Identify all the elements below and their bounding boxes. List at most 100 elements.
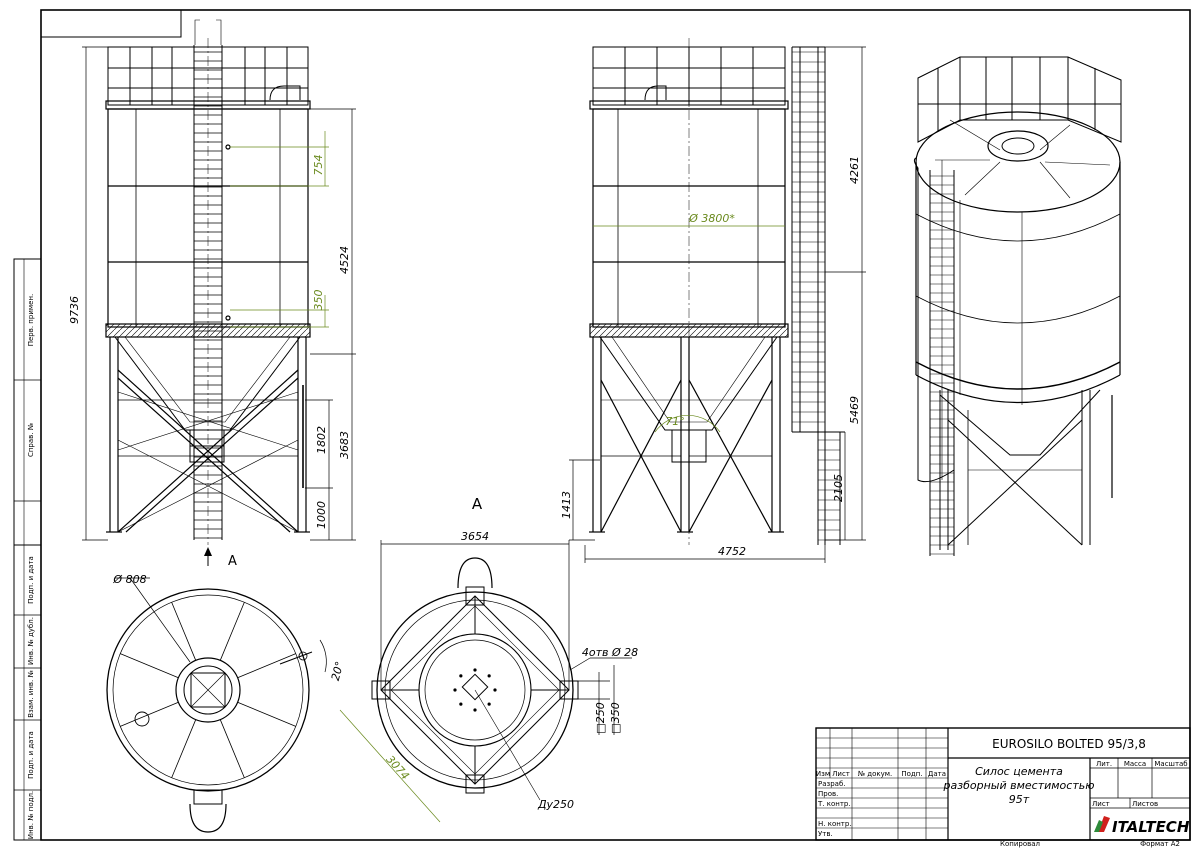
dim-cone-angle: 71° (665, 415, 685, 428)
drawing-line (219, 602, 245, 661)
base-plan-bolt-holes (453, 668, 497, 712)
drawing-name-line-3: 95т (1009, 793, 1030, 806)
dim-leg-height: 3683 (338, 431, 351, 459)
iso-silo-body (915, 162, 1121, 405)
front-legs (106, 337, 310, 533)
label-copied: Копировал (1000, 840, 1040, 848)
dim-upper-seam: 754 (312, 155, 325, 176)
base-plan-view (371, 557, 579, 801)
side-dimensions (569, 46, 866, 563)
iso-ladder-rungs (930, 175, 954, 555)
bolt-hole (493, 688, 497, 692)
front-ladder (193, 19, 223, 540)
sheet-frame (13, 9, 1191, 841)
dim-ladder-base: 2105 (832, 474, 845, 502)
header-izm: Изм (816, 770, 830, 778)
logo-text: ITALTECH (1112, 818, 1190, 836)
dim-top-angle: 20° (329, 660, 347, 682)
label-scale: Масштаб (1154, 760, 1187, 768)
iso-cage-ladder (913, 157, 955, 556)
title-block-text: EUROSILO BOLTED 95/3,8 Силос цемента раз… (816, 737, 1190, 848)
role-checker: Пров. (818, 790, 838, 798)
role-developer: Разраб. (818, 780, 846, 788)
title-block (815, 727, 1191, 841)
role-approved: Утв. (818, 830, 833, 838)
front-dimension-labels: 9736 4524 754 350 3683 1802 1000 (68, 155, 351, 530)
bolt-hole (473, 668, 477, 672)
label-sheets: Листов (1132, 800, 1158, 808)
dim-plate-large: □350 (609, 702, 622, 733)
role-tech-control: Т. контр. (817, 800, 851, 808)
side-stamp-labels: Перв. примен. Справ. № Подп. и дата Инв.… (27, 294, 35, 839)
italtech-logo: ITALTECH (1094, 816, 1190, 836)
bolt-hole (459, 702, 463, 706)
side-cage-ladder (791, 46, 845, 545)
dim-bolt-holes: 4отв Ø 28 (582, 646, 638, 659)
drawing-line (171, 602, 197, 661)
drawing-name-line-1: Силос цемента (975, 765, 1063, 778)
drawing-line (237, 653, 296, 679)
dim-base-width: 3654 (461, 530, 489, 543)
role-norm-control: Н. контр. (818, 820, 852, 828)
stamp-label-2: Справ. № (27, 423, 35, 457)
section-arrow-label: A (228, 554, 237, 569)
label-format: Формат А2 (1140, 840, 1180, 848)
iso-railing (917, 56, 1122, 143)
stamp-label-7: Инв. № подл. (27, 791, 35, 839)
label-sheet: Лист (1092, 800, 1110, 808)
drawing-line (120, 653, 179, 679)
section-arrow: A (204, 547, 237, 569)
bolt-hole (487, 674, 491, 678)
header-list: Лист (832, 770, 850, 778)
dim-side-width: 4752 (718, 545, 746, 558)
bolt-hole (473, 708, 477, 712)
dim-lower-seam: 350 (312, 290, 325, 311)
drawing-line (237, 701, 296, 727)
header-date: Дата (928, 770, 946, 778)
base-dimensions (339, 540, 632, 823)
side-view (589, 38, 845, 545)
dim-outlet-size: Ду250 (537, 798, 574, 811)
dim-outlet-height: 1802 (315, 426, 328, 454)
dim-side-diameter: Ø 3800* (688, 212, 735, 225)
stamp-label-3: Подп. и дата (27, 556, 35, 604)
header-doc: № докум. (858, 770, 893, 778)
section-title: A (472, 495, 483, 513)
dim-plate-small: □250 (594, 702, 607, 733)
drawing-line (120, 701, 179, 727)
side-ladder-rungs (792, 51, 840, 541)
top-view (106, 588, 313, 833)
front-dimensions (82, 46, 356, 541)
side-dimension-labels: 4261 5469 2105 1413 4752 Ø 3800* 71° (560, 156, 861, 558)
isometric-view (913, 56, 1122, 556)
iso-cone-legs (939, 389, 1113, 550)
dim-ground-clearance: 1000 (315, 501, 328, 529)
dim-total-height: 9736 (68, 296, 81, 324)
label-mass: Масса (1124, 760, 1146, 768)
dim-side-outlet: 1413 (560, 491, 573, 519)
label-lit: Лит. (1096, 760, 1112, 768)
stamp-label-6: Подп. и дата (27, 731, 35, 779)
dim-manhole: Ø 808 (112, 573, 146, 586)
stamp-label-1: Перв. примен. (27, 294, 35, 347)
stamp-label-4: Инв. № дубл. (27, 617, 35, 665)
bolt-hole (459, 674, 463, 678)
dim-side-upper: 4261 (848, 156, 861, 184)
side-legs (589, 337, 784, 533)
dim-side-lower: 5469 (848, 396, 861, 424)
top-view-spokes (120, 602, 296, 778)
dim-base-diagonal: 3074 (383, 753, 411, 783)
drawing-line (219, 719, 245, 778)
base-dimension-labels: 3654 3074 4отв Ø 28 □250 □350 Ду250 (383, 530, 638, 811)
bolt-hole (487, 702, 491, 706)
top-dimensions (115, 577, 327, 673)
dim-body-height: 4524 (338, 246, 351, 274)
bolt-hole (453, 688, 457, 692)
drawing-line (171, 719, 197, 778)
top-dimension-labels: Ø 808 20° (112, 573, 346, 682)
front-view (105, 19, 311, 545)
drawing-code: EUROSILO BOLTED 95/3,8 (992, 737, 1146, 751)
drawing-name-line-2: разборный вместимостью (943, 779, 1095, 792)
header-sign: Подп. (901, 770, 922, 778)
